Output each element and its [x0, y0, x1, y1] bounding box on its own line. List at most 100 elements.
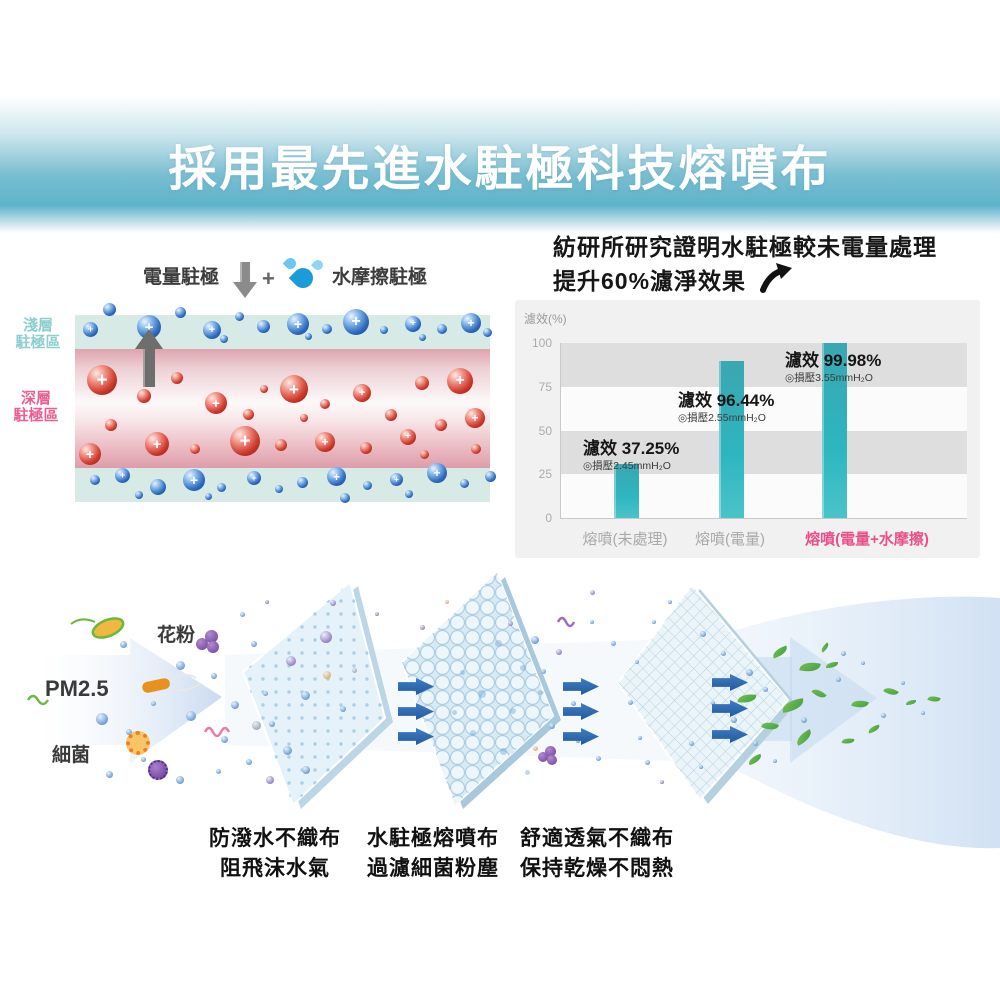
particle-dot	[330, 600, 336, 606]
particle-dot	[352, 668, 357, 673]
particle-dot	[520, 665, 526, 671]
particle-dot	[668, 600, 672, 604]
particle-dot	[320, 631, 332, 643]
blue-charge-sphere	[175, 307, 186, 318]
blue-charge-sphere: +	[343, 309, 369, 335]
y-tick-0: 0	[545, 511, 552, 525]
particle-dot	[590, 620, 594, 624]
particle-dot	[881, 713, 886, 718]
blue-charge-sphere	[340, 493, 350, 503]
particle-dot	[645, 760, 650, 765]
blue-charge-sphere	[135, 491, 143, 499]
particle-dot	[731, 717, 737, 723]
y-tick-50: 50	[538, 424, 552, 438]
x-label-electric: 熔噴(電量)	[695, 531, 765, 548]
blue-charge-sphere: +	[287, 313, 309, 335]
title-banner: 採用最先進水駐極科技熔噴布	[0, 95, 1000, 233]
particle-dot	[176, 661, 185, 670]
particle-dot	[861, 661, 865, 665]
blue-charge-sphere	[150, 479, 166, 495]
caption-layer2: 水駐極熔噴布過濾細菌粉塵	[367, 827, 499, 880]
bar-1	[613, 463, 639, 518]
bacterium-tail	[70, 618, 96, 625]
particle-dot	[533, 746, 538, 751]
particle-dot	[301, 691, 310, 700]
red-charge-sphere	[420, 450, 429, 459]
layer2-melt-blown	[400, 571, 561, 809]
red-charge-sphere: +	[230, 426, 260, 456]
flow-arrow-icon	[398, 678, 434, 695]
blue-charge-sphere	[485, 471, 496, 482]
red-charge-sphere	[300, 414, 308, 422]
particle-dot	[541, 669, 546, 674]
red-charge-sphere	[243, 409, 254, 420]
blue-charge-sphere	[483, 328, 492, 337]
x-label-electric-water: 熔噴(電量+水摩擦)	[805, 531, 929, 548]
blue-charge-sphere: +	[247, 471, 261, 485]
particle-dot	[120, 641, 127, 648]
particle-dot	[211, 673, 217, 679]
red-charge-sphere	[275, 439, 287, 451]
grid-band	[561, 343, 967, 387]
red-charge-sphere	[385, 409, 397, 421]
orange-dotted-microbe	[126, 731, 150, 755]
y-tick-100: 100	[531, 336, 552, 350]
caption-layer1: 防潑水不織布阻飛沫水氣	[209, 827, 341, 880]
particle-dot	[266, 776, 274, 784]
particle-dot	[151, 701, 156, 706]
blue-charge-sphere	[380, 326, 388, 334]
bar1-annotation: 濾效 37.25% ◎損壓2.45mmH₂O	[583, 439, 680, 472]
particle-dot	[628, 700, 633, 705]
layer3-breathable-nonwoven	[616, 583, 796, 804]
leaf-icon	[826, 662, 838, 668]
blue-charge-sphere: +	[427, 463, 447, 483]
particle-dot	[721, 651, 726, 656]
blue-charge-sphere	[90, 475, 100, 485]
particle-dot	[186, 711, 196, 721]
pollen-cluster	[538, 746, 560, 768]
red-charge-sphere	[190, 444, 200, 454]
blue-charge-sphere	[460, 479, 469, 488]
layer1-water-repellent-nonwoven	[241, 580, 393, 809]
particle-dot	[841, 651, 846, 656]
red-charge-sphere: +	[280, 375, 308, 403]
particle-dot	[323, 671, 331, 679]
particle-dot	[538, 690, 543, 695]
particle-dot	[106, 771, 113, 778]
particle-dot	[746, 669, 753, 676]
electret-band: ++++++++++++++++++++++++	[75, 303, 496, 503]
bacteria-label: 細菌	[52, 745, 91, 766]
red-charge-sphere	[137, 389, 151, 403]
particle-dot	[531, 636, 539, 644]
red-charge-sphere	[320, 399, 330, 409]
red-charge-sphere: +	[400, 429, 416, 445]
particle-dot	[252, 721, 261, 730]
blue-charge-sphere	[257, 320, 270, 333]
pm25-label: PM2.5	[45, 676, 109, 701]
particle-dot	[286, 656, 296, 666]
chart-y-axis-label: 濾效(%)	[524, 312, 567, 326]
red-charge-sphere: +	[353, 384, 371, 402]
down-arrow-icon	[233, 262, 257, 300]
particle-dot	[556, 649, 562, 655]
blue-charge-sphere	[419, 334, 426, 341]
caption-layer3: 舒適透氣不織布保持乾燥不悶熱	[520, 827, 674, 880]
flow-arrow-icon	[712, 726, 748, 743]
blue-charge-sphere: +	[83, 322, 98, 337]
blue-charge-sphere	[205, 493, 212, 500]
orange-rod-bacterium	[142, 673, 201, 693]
particle-dot	[763, 687, 768, 692]
particle-dot	[652, 620, 656, 624]
blue-charge-sphere	[220, 335, 228, 343]
blue-charge-sphere: +	[390, 473, 403, 486]
particle-dot	[452, 710, 457, 715]
bar-2	[718, 360, 744, 518]
particle-dot	[901, 681, 905, 685]
particle-dot	[576, 739, 580, 743]
blue-charge-sphere	[305, 333, 312, 340]
page-title: 採用最先進水駐極科技熔噴布	[168, 143, 832, 196]
particle-dot	[375, 612, 379, 616]
inflow-arrow	[35, 638, 222, 763]
